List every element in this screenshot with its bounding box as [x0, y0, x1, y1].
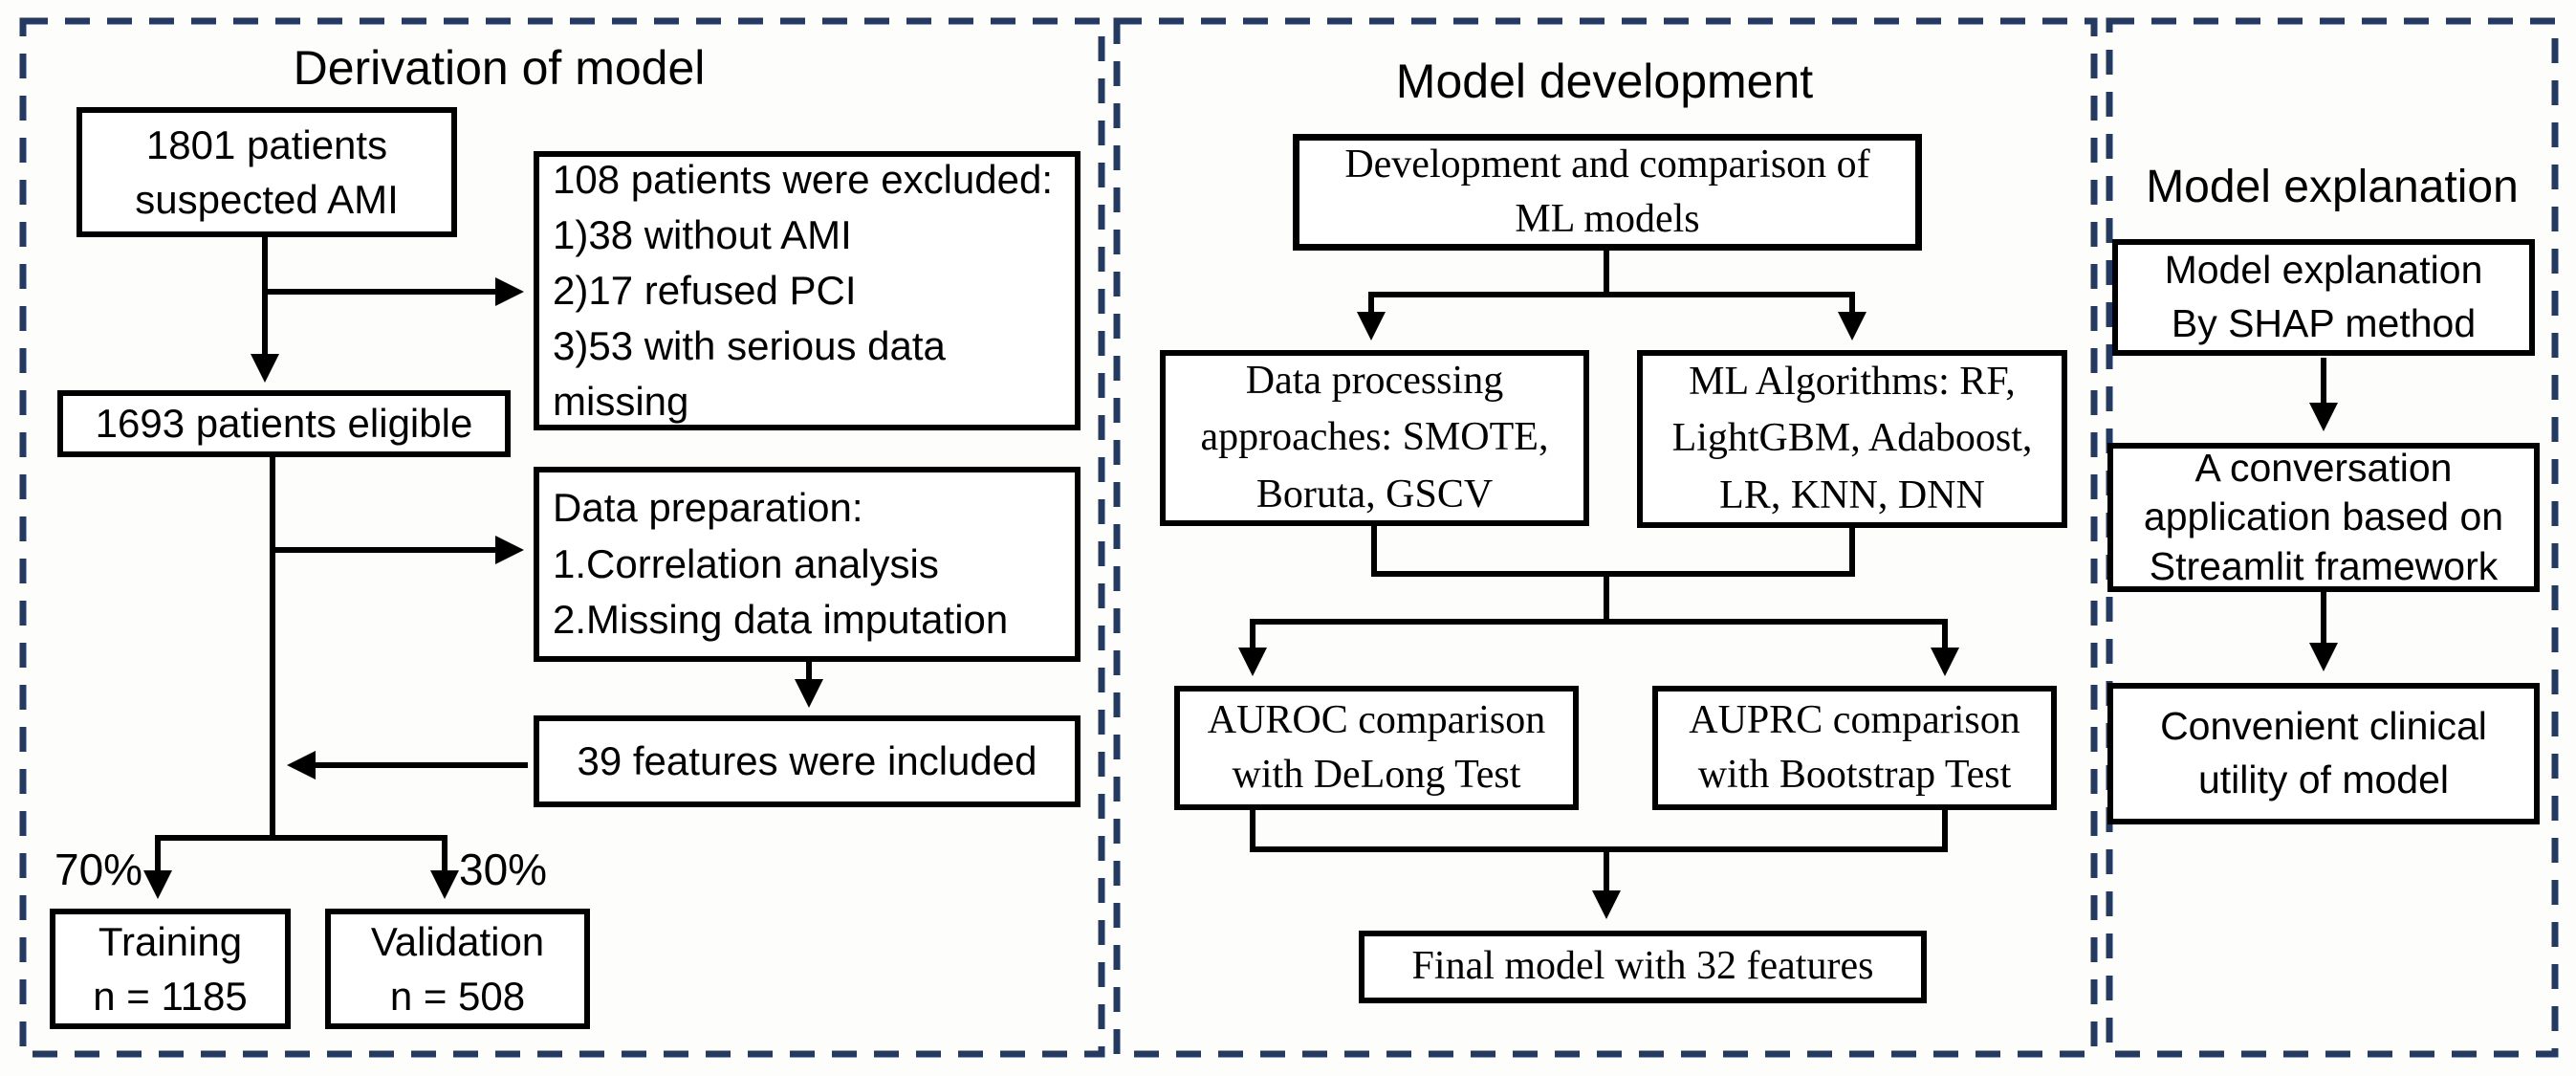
box-data-preparation: Data preparation: 1.Correlation analysis…	[534, 467, 1081, 662]
panel-derivation-border	[19, 17, 1105, 1058]
box-features-included: 39 features were included	[534, 715, 1081, 807]
box-validation-set: Validation n = 508	[325, 909, 590, 1029]
box-final-model: Final model with 32 features	[1359, 931, 1927, 1003]
box-data-processing: Data processing approaches: SMOTE, Borut…	[1160, 350, 1589, 526]
box-training-set: Training n = 1185	[50, 909, 291, 1029]
box-clinical-utility: Convenient clinical utility of model	[2107, 683, 2540, 824]
box-eligible-patients: 1693 patients eligible	[57, 390, 511, 457]
box-dev-comparison: Development and comparison of ML models	[1293, 134, 1922, 251]
label-training-split: 70%	[55, 845, 143, 894]
box-excluded-patients: 108 patients were excluded: 1)38 without…	[534, 151, 1081, 430]
box-ml-algorithms: ML Algorithms: RF, LightGBM, Adaboost, L…	[1637, 350, 2067, 528]
panel-derivation-title: Derivation of model	[293, 41, 706, 95]
box-conversation-app: A conversation application based on Stre…	[2107, 443, 2540, 592]
box-suspected-patients: 1801 patients suspected AMI	[76, 107, 457, 237]
panel-explanation-title: Model explanation	[2146, 162, 2519, 212]
box-auprc-comparison: AUPRC comparison with Bootstrap Test	[1652, 686, 2057, 810]
derivation-connectors	[143, 237, 823, 899]
panel-development-title: Model development	[1395, 55, 1814, 108]
box-auroc-comparison: AUROC comparison with DeLong Test	[1174, 686, 1579, 810]
panel-development-border	[1113, 17, 2098, 1058]
box-shap-explanation: Model explanation By SHAP method	[2112, 239, 2535, 356]
label-validation-split: 30%	[459, 845, 548, 894]
development-connectors	[1238, 249, 1959, 919]
